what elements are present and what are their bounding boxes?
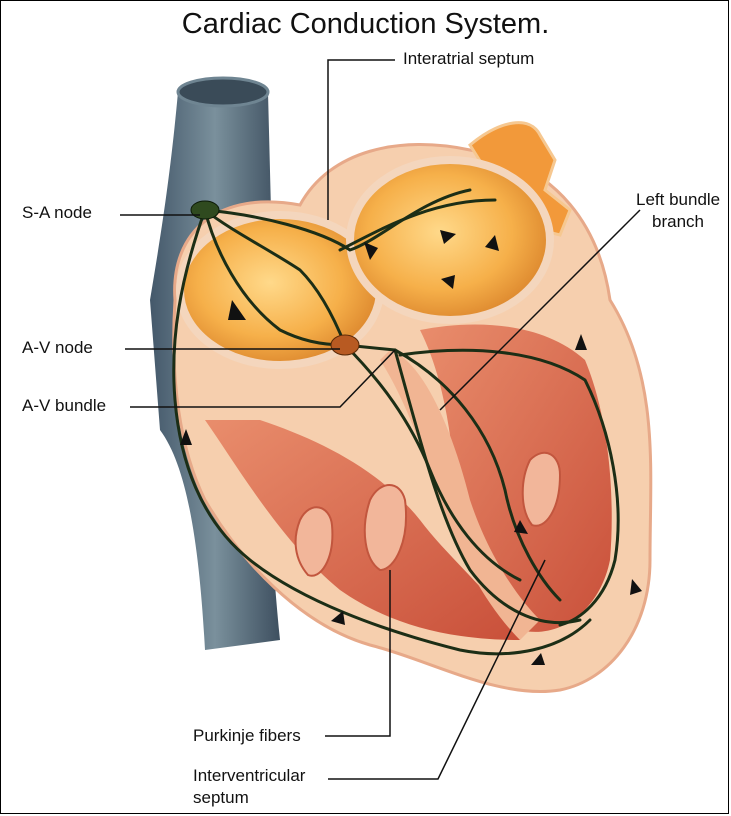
av-node	[331, 335, 359, 355]
label-purkinje-fibers: Purkinje fibers	[193, 726, 301, 746]
label-sa-node: S-A node	[22, 203, 92, 223]
label-interatrial-septum: Interatrial septum	[403, 49, 534, 69]
label-av-node: A-V node	[22, 338, 93, 358]
label-av-bundle: A-V bundle	[22, 396, 106, 416]
label-left-bundle-branch-line1: Left bundle	[636, 190, 720, 210]
sa-node	[191, 201, 219, 219]
label-interventricular-septum-line2: septum	[193, 788, 249, 808]
label-interventricular-septum-line1: Interventricular	[193, 766, 305, 786]
label-left-bundle-branch-line2: branch	[652, 212, 704, 232]
diagram-title: Cardiac Conduction System.	[0, 8, 731, 41]
